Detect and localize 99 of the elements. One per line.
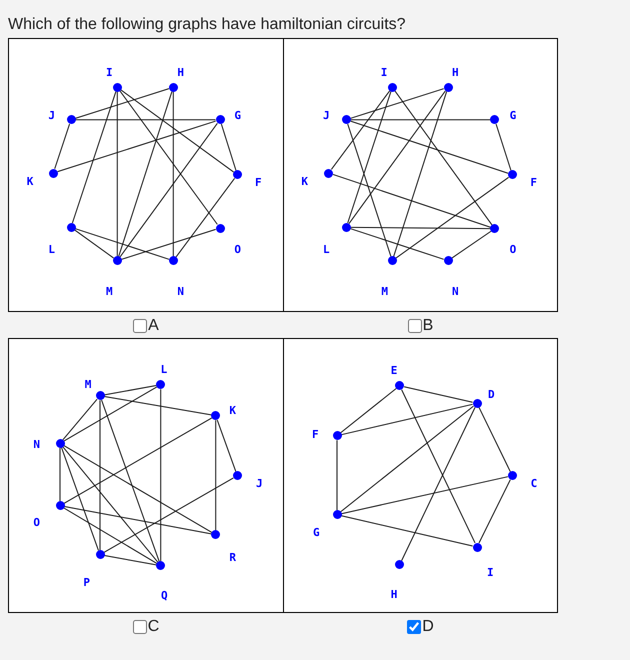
edge-line <box>340 406 474 512</box>
edge-line <box>74 88 170 119</box>
vertex-label: L <box>160 364 168 376</box>
vertex-label: M <box>84 378 92 391</box>
edge-line <box>215 420 216 531</box>
edge-line <box>63 417 212 504</box>
edge-line <box>104 385 157 396</box>
vertex-label: O <box>33 516 40 529</box>
edge-line <box>104 396 212 416</box>
vertex-label: N <box>452 286 459 298</box>
edge-line <box>62 446 158 563</box>
edge-line <box>54 123 70 170</box>
edge-line <box>101 399 160 562</box>
edge-line <box>330 90 390 170</box>
option-label: B <box>422 317 434 335</box>
question-title: Which of the following graphs have hamiltonian circuits? <box>8 15 406 35</box>
vertex-label: N <box>177 286 184 298</box>
vertex-label: H <box>390 589 398 602</box>
edge-line <box>336 440 338 511</box>
vertex-label: F <box>312 428 319 441</box>
vertex-label: L <box>322 244 330 256</box>
vertex-label: G <box>313 526 320 539</box>
edge-line <box>72 91 116 224</box>
edge-line <box>348 90 446 224</box>
vertex-label: H <box>452 67 459 79</box>
vertex-label: F <box>530 176 537 189</box>
vertex-label: H <box>177 67 184 79</box>
edge-line <box>57 120 216 172</box>
edge-line <box>401 389 476 544</box>
edge-line <box>116 91 118 257</box>
vertex-label: N <box>33 438 40 451</box>
vertex-label: C <box>530 478 538 490</box>
vertex-label: F <box>254 176 262 189</box>
edge-line <box>350 88 444 119</box>
option-label: C <box>148 618 160 636</box>
edge-line <box>347 123 392 257</box>
edge-line <box>394 90 493 226</box>
edge-line <box>496 124 512 171</box>
edge-line <box>340 476 508 514</box>
edge-line <box>176 178 236 258</box>
option-label: A <box>148 317 159 335</box>
edge-line <box>103 477 234 553</box>
vertex-label: J <box>256 478 263 490</box>
edge-line <box>61 447 99 551</box>
edge-line <box>395 176 510 259</box>
edge-line <box>216 419 236 472</box>
option-label: D <box>422 618 434 636</box>
edge-line <box>63 386 158 442</box>
vertex-label: O <box>510 244 516 256</box>
edge-line <box>118 91 172 257</box>
edge-line <box>74 229 114 259</box>
vertex-label: M <box>381 286 388 298</box>
edge-line <box>75 119 216 120</box>
edge-line <box>63 445 212 533</box>
edge-line <box>74 228 170 260</box>
edge-line <box>62 398 98 440</box>
vertex-label: Q <box>160 590 168 602</box>
edge-line <box>160 388 162 562</box>
edge-line <box>404 386 474 403</box>
vertex-label: I <box>106 67 113 79</box>
vertex-label: D <box>488 388 495 401</box>
vertex-label: M <box>106 286 113 298</box>
edge-line <box>340 515 474 546</box>
edge-line <box>340 404 474 436</box>
edge-line <box>478 479 511 544</box>
edge-line <box>64 506 212 534</box>
edge-line <box>350 226 491 230</box>
edge-line <box>220 124 236 171</box>
edge-line <box>104 555 157 566</box>
vertex-label: I <box>486 567 494 579</box>
vertex-label: L <box>48 244 56 256</box>
vertex-label: G <box>510 110 516 122</box>
edge-line <box>347 91 392 224</box>
edge-line <box>63 508 158 564</box>
edge-line <box>340 388 397 434</box>
edge-line <box>121 228 216 260</box>
vertex-label: K <box>229 404 236 417</box>
vertex-label: K <box>301 176 308 188</box>
edge-line <box>119 90 218 225</box>
vertex-label: J <box>48 110 56 122</box>
vertex-label: J <box>322 110 330 122</box>
edge-line <box>350 120 509 174</box>
vertex-label: K <box>26 176 34 188</box>
edge-line <box>393 91 448 257</box>
edge-line <box>451 230 492 259</box>
vertex-label: G <box>234 110 241 122</box>
edge-line <box>120 89 234 173</box>
edge-line <box>172 91 174 257</box>
vertex-label: P <box>83 576 90 589</box>
edge-line <box>401 406 476 562</box>
edge-line <box>350 119 491 120</box>
vertex-label: R <box>229 552 236 564</box>
vertex-label: O <box>234 244 241 256</box>
vertex-label: I <box>380 67 388 79</box>
edge-line <box>332 174 491 228</box>
vertex-label: E <box>390 365 398 378</box>
edge-line <box>478 406 511 472</box>
edge-line <box>350 228 444 260</box>
edge-line <box>119 122 218 258</box>
